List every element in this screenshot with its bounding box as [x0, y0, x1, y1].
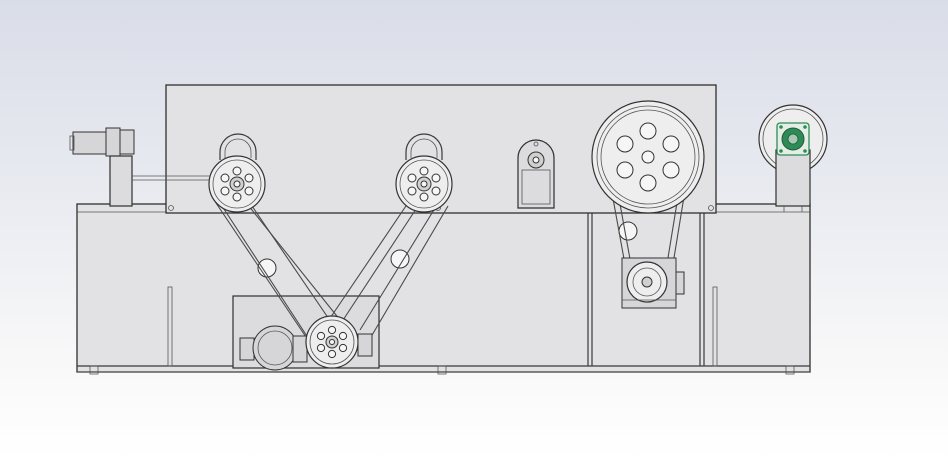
- large-pulley-right: [591, 100, 705, 214]
- pulley-support-right: [405, 133, 443, 160]
- frame: [76, 203, 811, 375]
- drive-pulley-lower: [305, 315, 373, 369]
- idler-pulley-right: [395, 155, 453, 213]
- gear-motor-right: [621, 257, 685, 309]
- idler-pulley-left: [208, 155, 266, 213]
- flange-bearing-right: [758, 104, 828, 212]
- servo-motor-left: [69, 127, 210, 207]
- drive-motor-lower: [239, 325, 308, 371]
- bearing-bracket-center: [517, 139, 555, 209]
- pulley-support-left: [219, 133, 257, 160]
